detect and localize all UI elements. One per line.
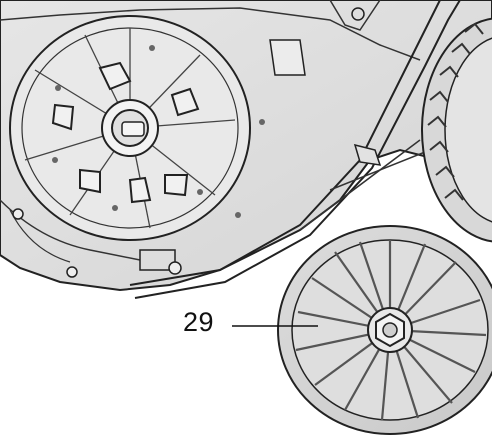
part-number-callout: 29 bbox=[183, 307, 215, 337]
rear-tread-wheel bbox=[421, 17, 492, 243]
drive-disc bbox=[9, 15, 265, 241]
front-wheel-29 bbox=[277, 225, 492, 435]
